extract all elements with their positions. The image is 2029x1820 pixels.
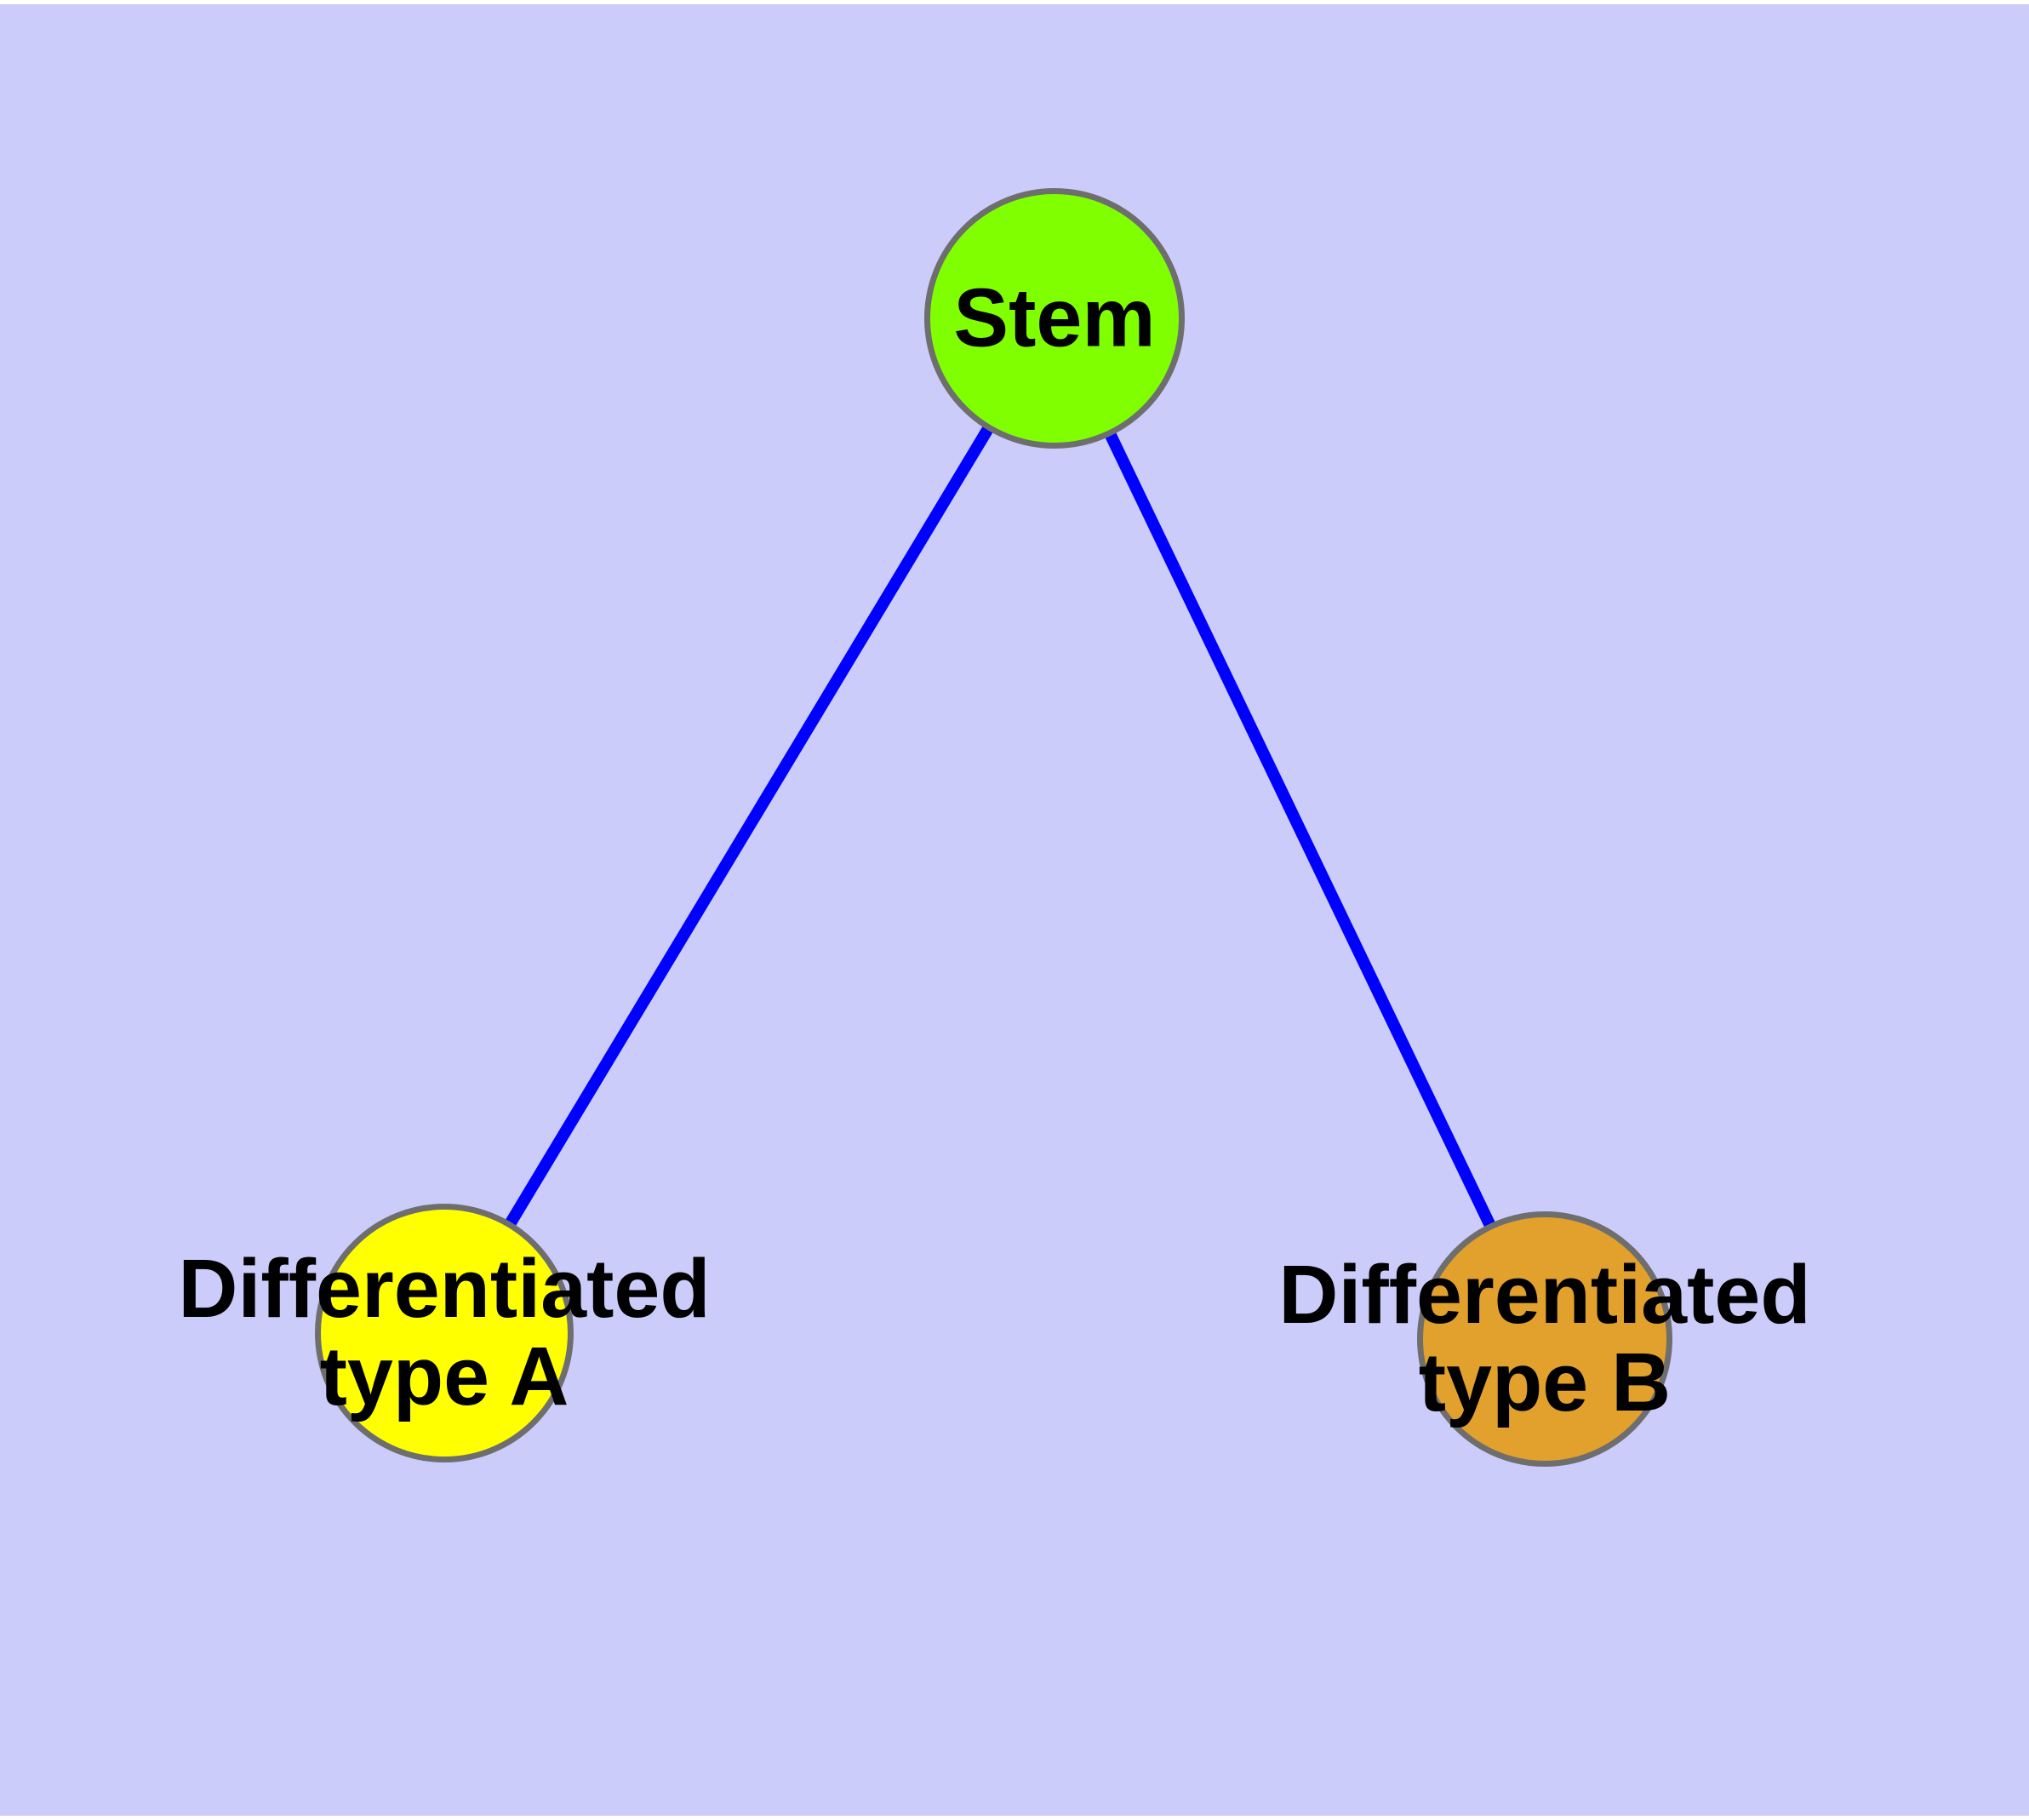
- edge-stem-diff-a[interactable]: [505, 425, 994, 1228]
- node-stem[interactable]: [924, 188, 1185, 449]
- node-diff_a[interactable]: [315, 1204, 574, 1462]
- edges-layer: [505, 425, 1496, 1228]
- edge-stem-diff-b[interactable]: [1105, 432, 1496, 1228]
- node-diff_b[interactable]: [1417, 1211, 1672, 1467]
- nodes-layer: [315, 188, 1672, 1467]
